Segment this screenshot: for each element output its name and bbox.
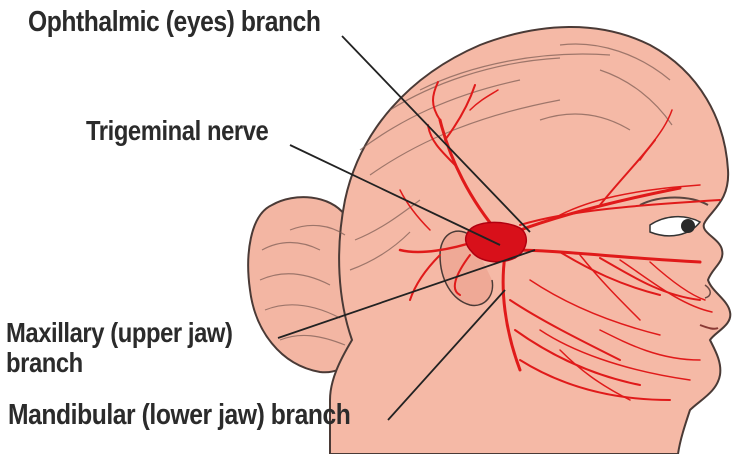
maxillary-branch-label: Maxillary (upper jaw) branch	[6, 318, 232, 378]
trigeminal-nerve-label: Trigeminal nerve	[86, 117, 268, 145]
maxillary-label-line-1: Maxillary (upper jaw)	[6, 318, 232, 348]
ophthalmic-branch-label: Ophthalmic (eyes) branch	[28, 8, 321, 37]
mandibular-branch-label: Mandibular (lower jaw) branch	[8, 401, 350, 430]
maxillary-label-line-2: branch	[6, 348, 232, 378]
eye-pupil	[681, 219, 695, 233]
head-outline	[330, 27, 730, 454]
